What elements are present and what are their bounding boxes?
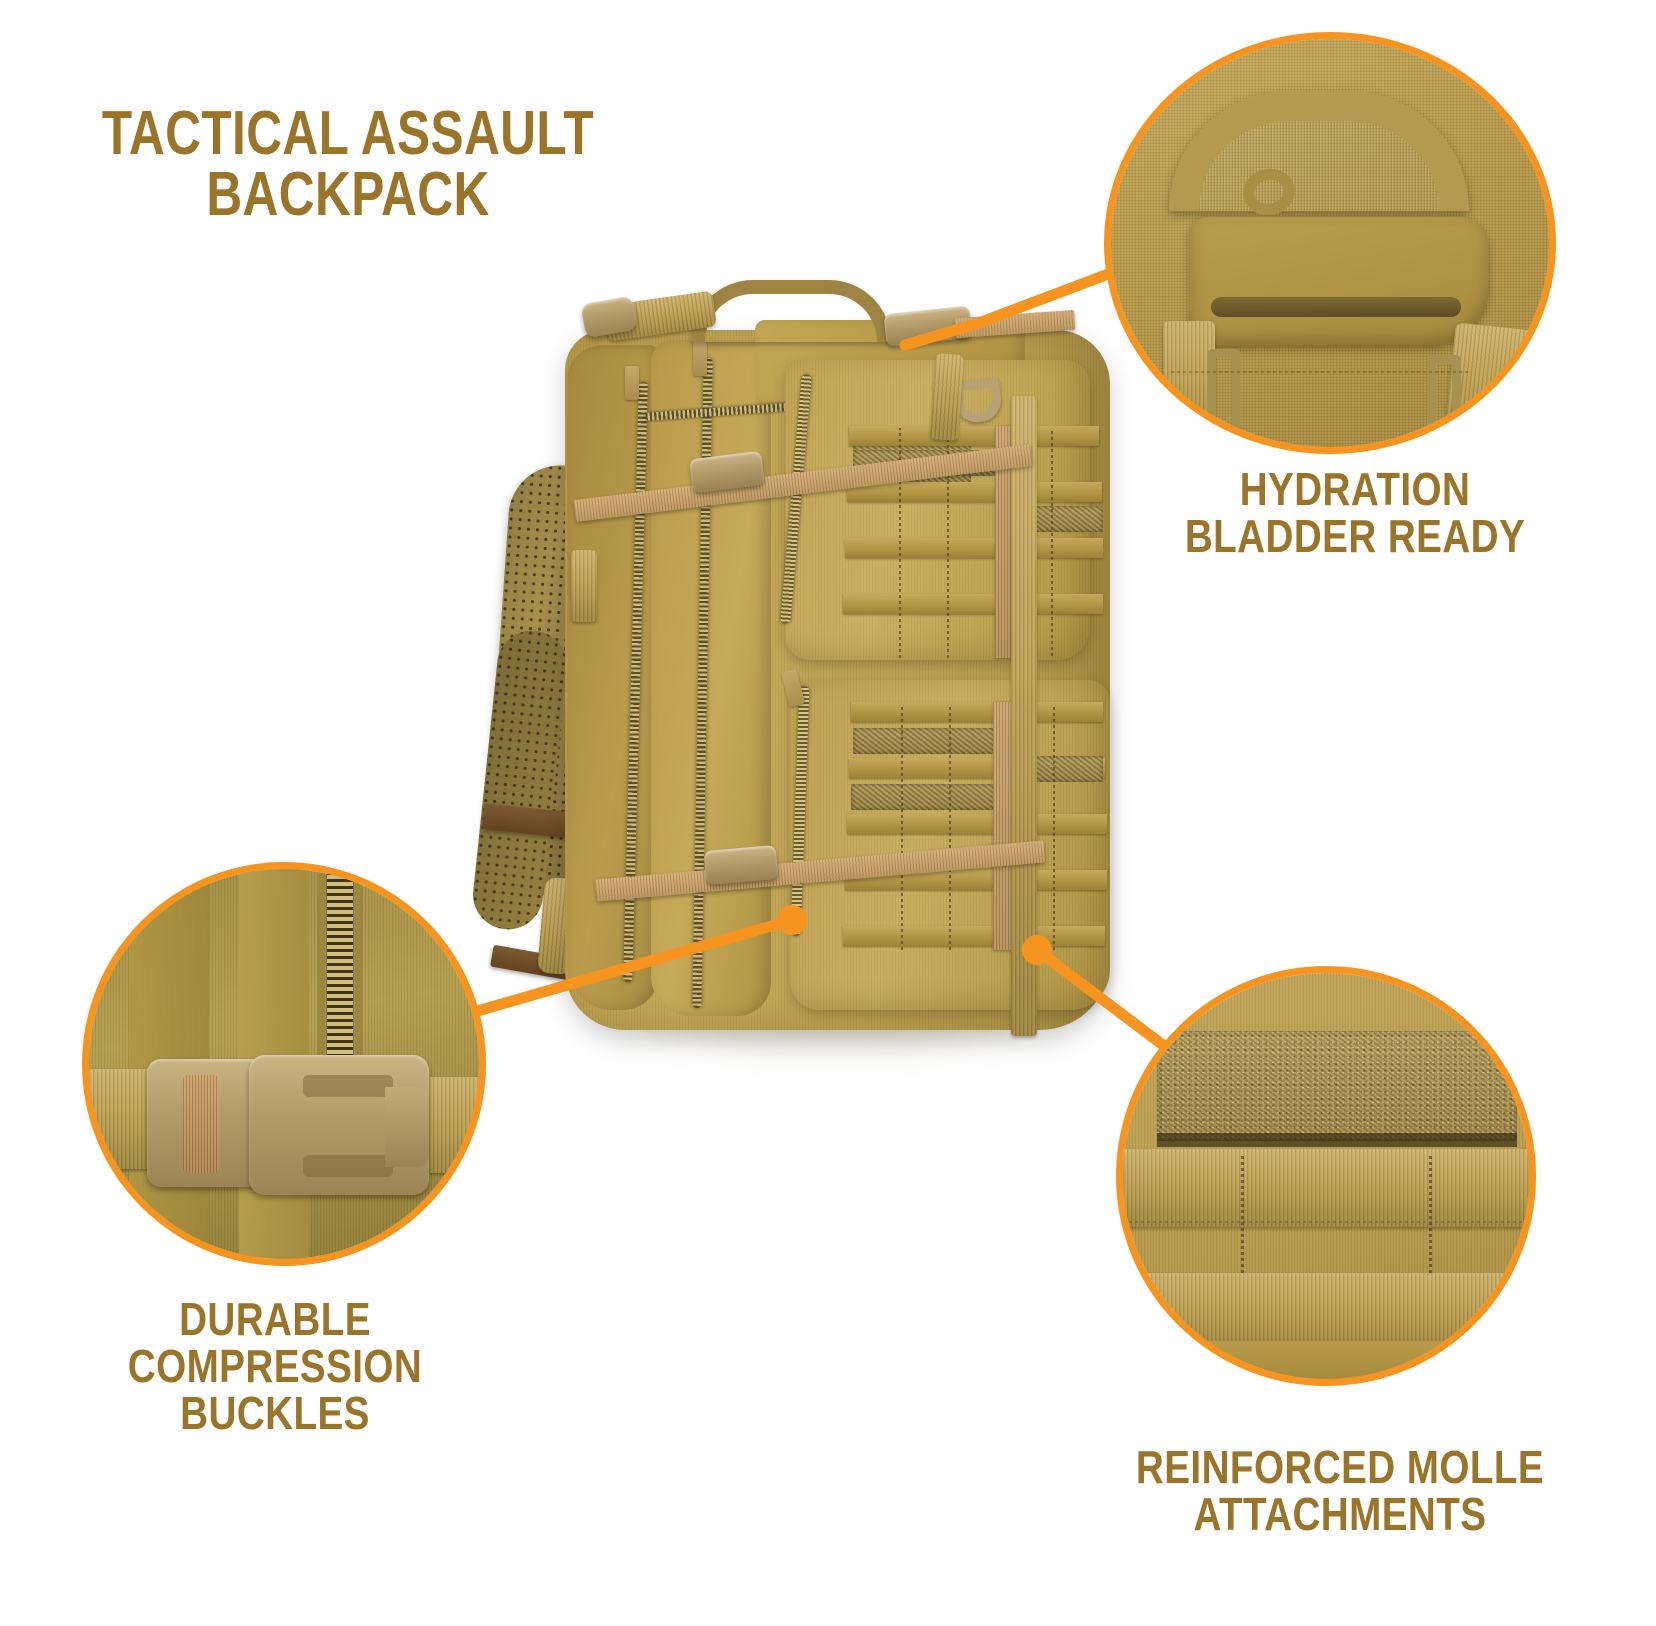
callout-label-hydration: HYDRATION BLADDER READY xyxy=(1184,463,1526,562)
buckle-strap-thread xyxy=(183,1075,219,1173)
callout-circle-buckles xyxy=(82,862,486,1266)
hydration-port-flap xyxy=(1189,217,1489,347)
carry-handle xyxy=(691,280,891,342)
molle-detail-photo xyxy=(1123,973,1529,1379)
molle-webbing-row xyxy=(1123,1273,1529,1349)
compression-buckle-lower xyxy=(703,844,779,886)
buckle-detail-photo xyxy=(89,869,479,1259)
velcro-strip xyxy=(853,728,1003,754)
zipper-pull-rear xyxy=(625,366,639,400)
zipper-tape-left xyxy=(317,869,325,1101)
webbing-seam xyxy=(1123,1221,1529,1223)
bartack-stitch xyxy=(1429,1153,1432,1273)
molle-row xyxy=(845,870,1107,890)
molle-stitch-column xyxy=(1053,706,1055,950)
molle-row xyxy=(849,426,1099,446)
molle-row xyxy=(847,482,1102,502)
velcro-strip xyxy=(851,784,1003,810)
molle-stitch-column xyxy=(949,704,951,950)
molle-row xyxy=(851,702,1103,722)
side-webbing-tab xyxy=(571,550,597,622)
molle-row xyxy=(843,594,1103,614)
webbing-strip-left xyxy=(1163,321,1215,447)
seam-stitch xyxy=(1171,371,1471,373)
molle-vertical-strap xyxy=(993,702,1013,950)
molle-stitch-column xyxy=(947,428,949,658)
velcro-loop-field xyxy=(1157,1031,1517,1141)
d-ring-detail-right xyxy=(1427,355,1461,445)
side-compression-strap-vertical xyxy=(1011,396,1037,1036)
lower-fabric-edge xyxy=(1123,1341,1529,1379)
callout-label-buckles: DURABLE COMPRESSION BUCKLES xyxy=(127,1293,423,1439)
molle-row xyxy=(843,926,1105,946)
product-backpack-image xyxy=(455,250,1135,1070)
callout-label-molle: REINFORCED MOLLE ATTACHMENTS xyxy=(1135,1441,1545,1540)
molle-webbing-row xyxy=(1123,1149,1529,1227)
molle-stitch-column xyxy=(901,704,903,950)
molle-stitch-column xyxy=(1051,430,1053,656)
velcro-shadow-edge xyxy=(1157,1133,1517,1147)
callout-circle-hydration xyxy=(1104,32,1556,454)
hydration-port-opening xyxy=(1211,297,1461,317)
molle-stitch-column xyxy=(899,428,901,658)
molle-row xyxy=(847,814,1107,834)
page-title: TACTICAL ASSAULT BACKPACK xyxy=(101,99,595,229)
hydration-detail-photo xyxy=(1111,39,1549,447)
zipper-tape-right xyxy=(355,869,363,1101)
d-ring-detail-left xyxy=(1207,349,1241,439)
bartack-stitch xyxy=(1241,1153,1244,1273)
molle-row xyxy=(845,538,1103,558)
molle-vertical-strap xyxy=(995,426,1015,658)
buckle-release-slot-bottom xyxy=(303,1155,393,1177)
callout-circle-molle xyxy=(1116,966,1536,1386)
buckle-release-slot-top xyxy=(303,1075,393,1097)
buckle-prong xyxy=(385,1087,429,1167)
zipper-pull-mid xyxy=(693,342,707,376)
webbing-tab-dring xyxy=(930,353,964,441)
